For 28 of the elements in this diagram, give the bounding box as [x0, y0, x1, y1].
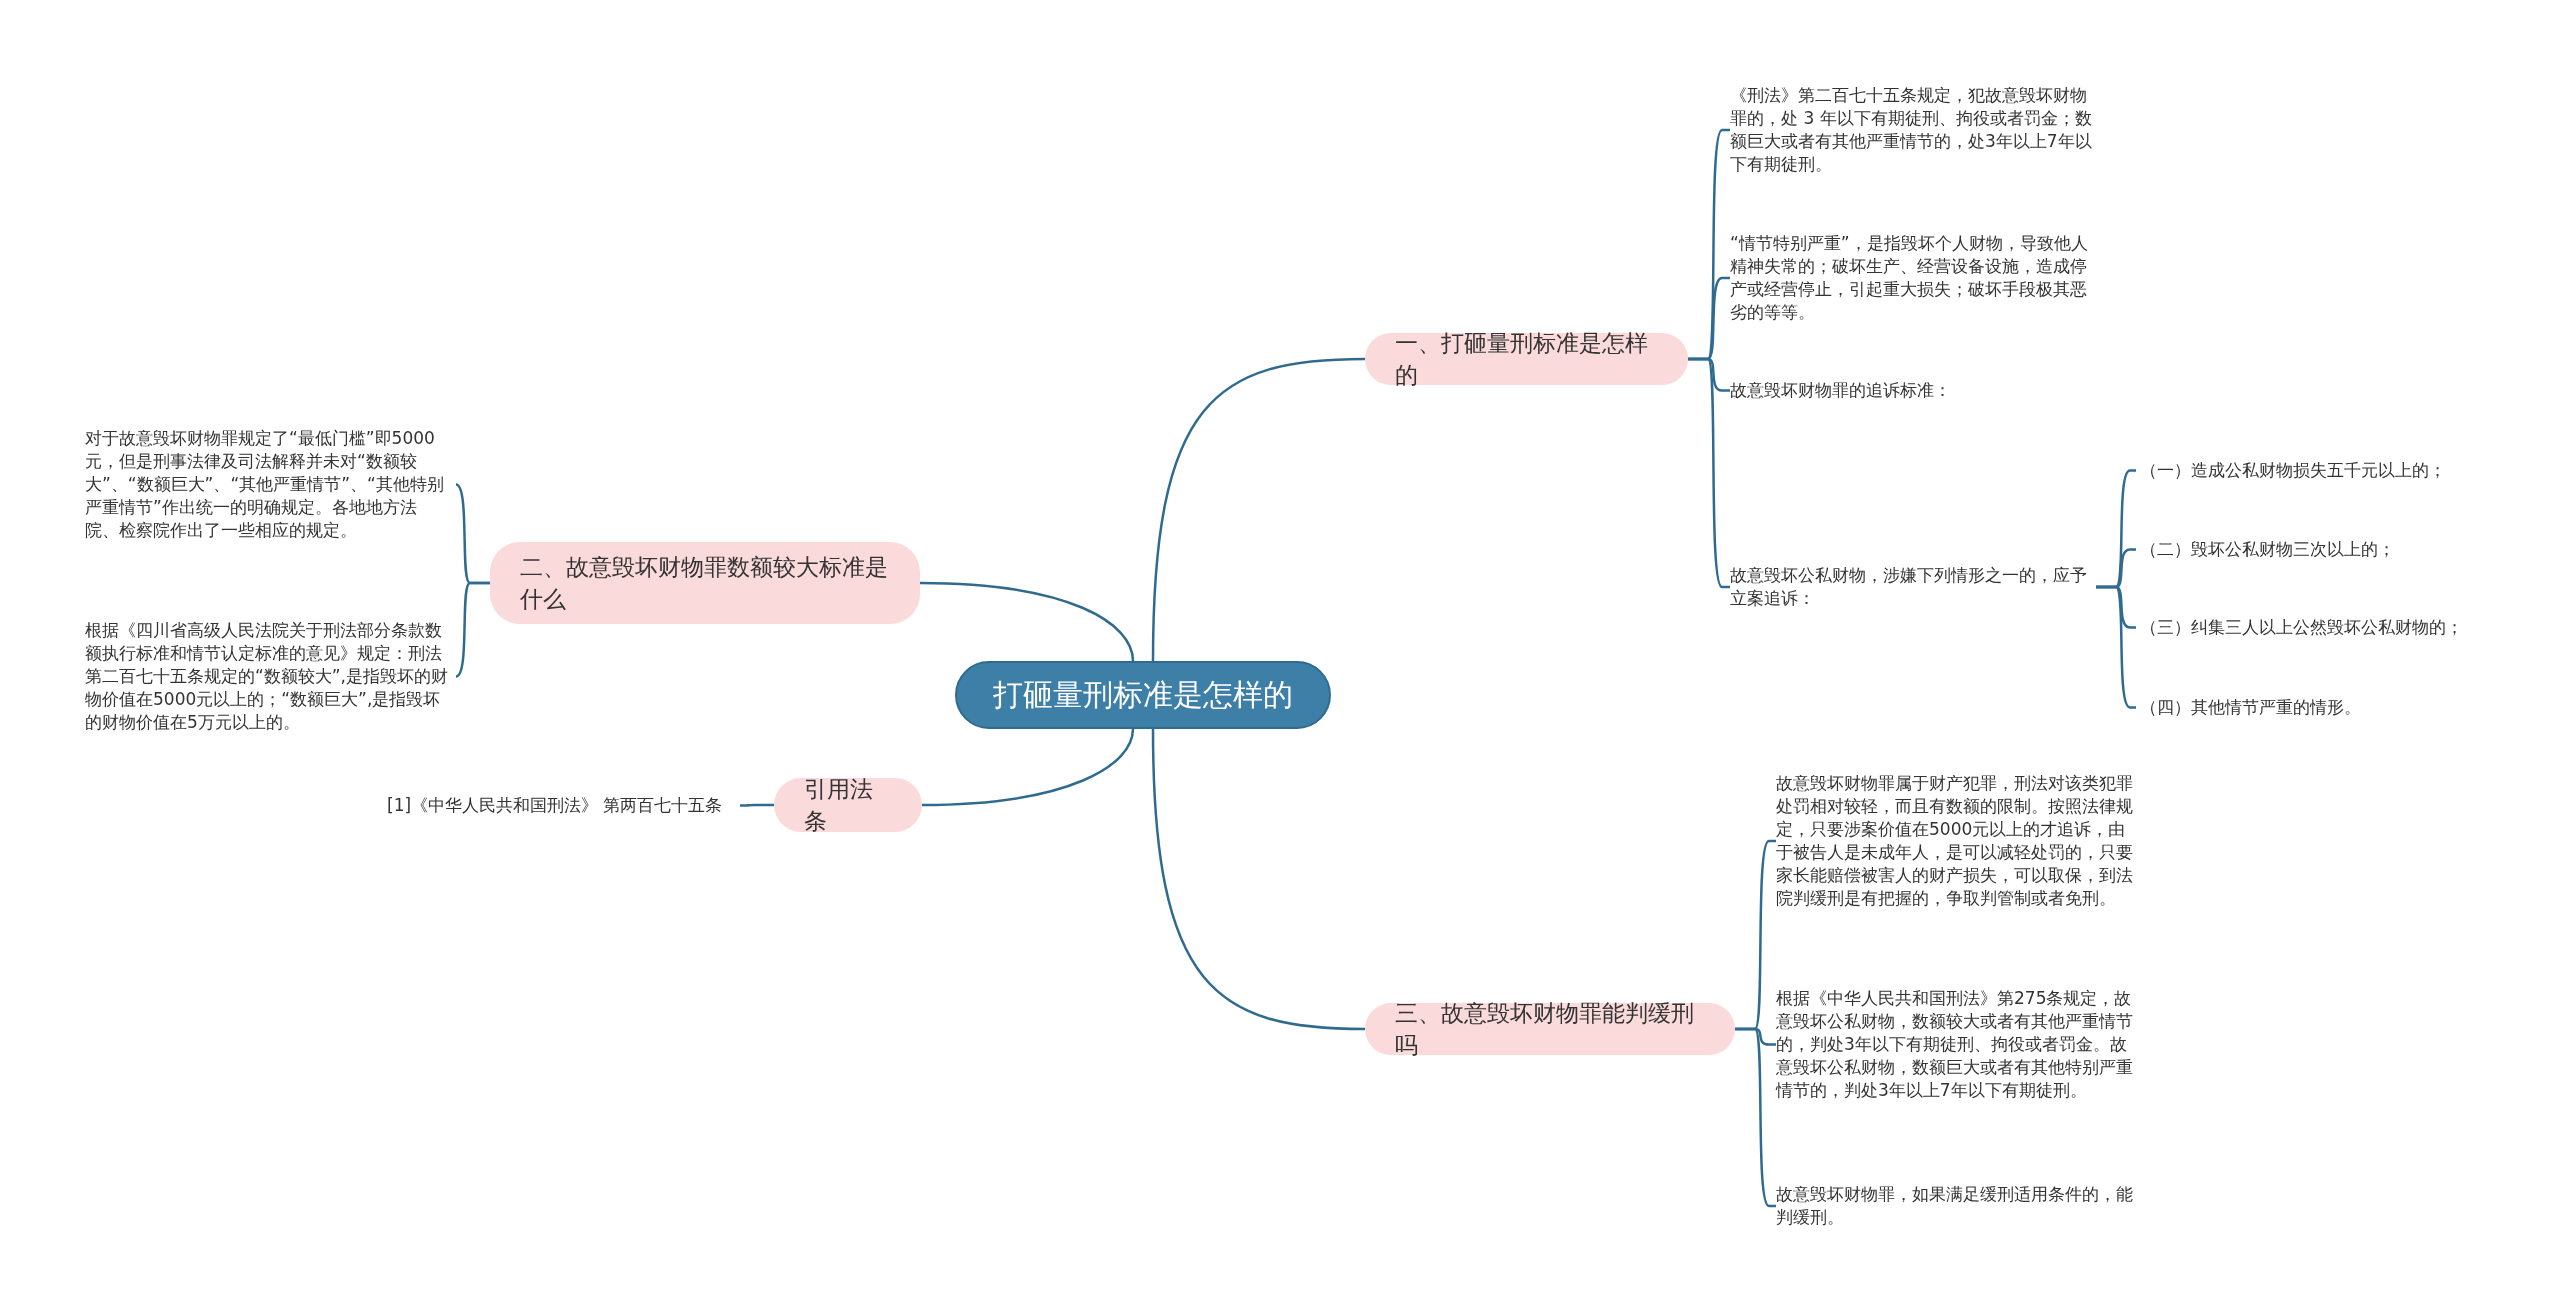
note-text: （二）毁坏公私财物三次以上的；	[2140, 538, 2395, 561]
note-text: （三）纠集三人以上公然毁坏公私财物的；	[2140, 616, 2463, 639]
note-text: “情节特别严重”，是指毁坏个人财物，导致他人精神失常的；破坏生产、经营设备设施，造成停产或经营停止，引起重大损失；破坏手段极其恶劣的等等。	[1730, 232, 2096, 324]
central-topic: 打砸量刑标准是怎样的	[955, 661, 1331, 729]
topic-box: 引用法条	[774, 778, 922, 832]
note-text: 故意毁坏财物罪，如果满足缓刑适用条件的，能判缓刑。	[1776, 1183, 2142, 1229]
note-text: 故意毁坏财物罪属于财产犯罪，刑法对该类犯罪处罚相对较轻，而且有数额的限制。按照法律规定，只要涉案价值在5000元以上的才追诉，由于被告人是未成年人，是可以减轻处罚的，只要家长能赔偿被害人的财产损失，可以取保，到法院判缓刑是有把握的，争取判管制或者免刑。	[1776, 772, 2142, 910]
connector-line	[1735, 1027, 1776, 1208]
connector-line	[1151, 728, 1366, 1031]
connector-line	[455, 581, 490, 678]
note-text: 《刑法》第二百七十五条规定，犯故意毁坏财物罪的，处 3 年以下有期徒刑、拘役或者罚金；数额巨大或者有其他严重情节的，处3年以上7年以下有期徒刑。	[1730, 84, 2096, 176]
connector-line	[740, 803, 774, 807]
note-text: 对于故意毁坏财物罪规定了“最低门槛”即5000元，但是刑事法律及司法解释并未对“数额较大”、“数额巨大”、“其他严重情节”、“其他特别严重情节”作出统一的明确规定。各地地方法院、检察院作出了一些相应的规定。	[85, 427, 449, 542]
note-text: 根据《中华人民共和国刑法》第275条规定，故意毁坏公私财物，数额较大或者有其他严重情节的，判处3年以下有期徒刑、拘役或者罚金。故意毁坏公私财物，数额巨大或者有其他特别严重情节的，判处3年以上7年以下有期徒刑。	[1776, 987, 2142, 1102]
note-text: [1]《中华人民共和国刑法》 第两百七十五条	[387, 794, 723, 817]
note-text: 故意毁坏公私财物，涉嫌下列情形之一的，应予立案追诉：	[1730, 564, 2096, 610]
connector-line	[919, 581, 1135, 662]
note-text: （四）其他情节严重的情形。	[2140, 696, 2361, 719]
topic-box: 三、故意毁坏财物罪能判缓刑吗	[1365, 1003, 1735, 1055]
note-text: 根据《四川省高级人民法院关于刑法部分条款数额执行标准和情节认定标准的意见》规定：刑法第二百七十五条规定的“数额较大”,是指毁坏的财物价值在5000元以上的；“数额巨大”,是指毁坏的财物价值在5万元以上的。	[85, 619, 449, 734]
topic-box: 二、故意毁坏财物罪数额较大标准是什么	[490, 542, 920, 624]
connector-line	[1688, 357, 1730, 589]
connector-line	[921, 728, 1135, 807]
connector-line	[2096, 585, 2136, 709]
connector-line	[1151, 357, 1366, 662]
topic-box: 一、打砸量刑标准是怎样的	[1365, 333, 1688, 385]
note-text: 故意毁坏财物罪的追诉标准：	[1730, 379, 2096, 402]
note-text: （一）造成公私财物损失五千元以上的；	[2140, 459, 2446, 482]
